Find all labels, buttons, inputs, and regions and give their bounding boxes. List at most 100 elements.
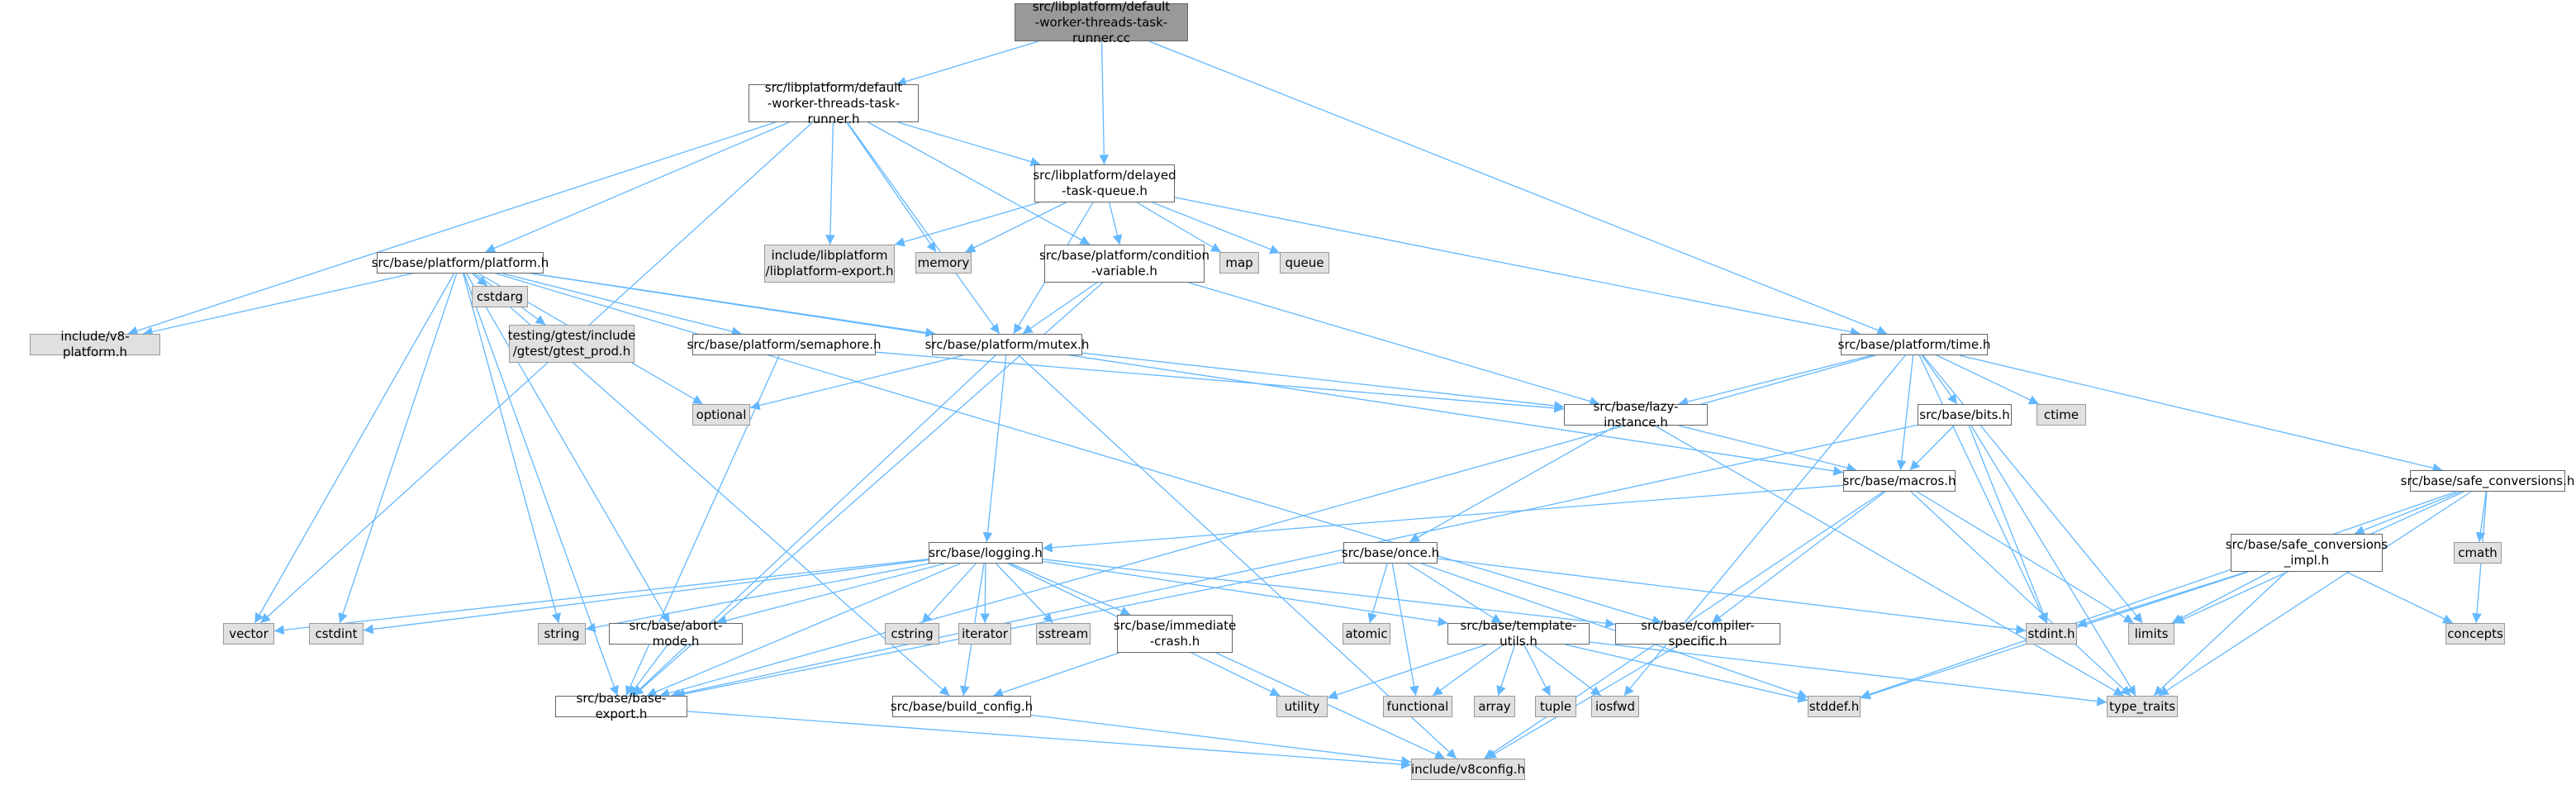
edge-macros-to-logging <box>1042 484 1844 553</box>
node-buildconfig[interactable]: src/base/build_config.h <box>891 696 1033 717</box>
edge-runner_h-to-memory <box>846 121 937 253</box>
node-cmath[interactable]: cmath <box>2454 542 2502 564</box>
node-libexport[interactable]: include/libplatform /libplatform-export.… <box>764 245 895 283</box>
edge-mutex-to-v8config <box>1018 354 1457 759</box>
edge-lazy-to-once <box>1409 425 1618 543</box>
edge-logging-to-abort <box>716 563 945 626</box>
edge-lazy-to-macros <box>1678 425 1857 473</box>
edge-abort-to-baseexport <box>629 644 668 697</box>
node-sstream[interactable]: sstream <box>1036 623 1091 645</box>
edge-delayed-to-condvar <box>1109 202 1123 245</box>
edge-platform-to-cstdint <box>338 273 458 624</box>
edge-safe-to-cmath <box>2475 491 2487 543</box>
edge-runner_h-to-mutex <box>846 121 1000 335</box>
node-atomic[interactable]: atomic <box>1343 623 1390 645</box>
node-typetraits[interactable]: type_traits <box>2107 696 2178 717</box>
node-queue[interactable]: queue <box>1280 252 1329 274</box>
edge-template-to-tuple <box>1523 644 1551 697</box>
edge-safe-to-safeimpl <box>2354 491 2461 535</box>
edge-template-to-stddef <box>1565 644 1808 703</box>
edge-mutex-to-optional <box>749 354 964 411</box>
node-once[interactable]: src/base/once.h <box>1342 542 1439 564</box>
node-baseexport[interactable]: src/base/base-export.h <box>555 691 687 721</box>
edge-time-to-limits <box>1922 354 2143 624</box>
edge-safeimpl-to-typetraits <box>2153 571 2287 697</box>
edge-macros-to-compiler <box>1711 491 1886 624</box>
node-iterator[interactable]: iterator <box>958 623 1011 645</box>
node-array[interactable]: array <box>1474 696 1515 717</box>
edge-platform-to-v8platform <box>142 273 413 337</box>
edge-logging-to-cstdint <box>363 559 929 635</box>
node-cstdarg[interactable]: cstdarg <box>472 286 528 307</box>
edge-once-to-atomic <box>1367 563 1388 624</box>
node-utility[interactable]: utility <box>1276 696 1328 717</box>
edge-runner_h-to-vector <box>259 121 814 624</box>
edge-platform-to-semaphore <box>502 273 742 336</box>
node-safe[interactable]: src/base/safe_conversions.h <box>2401 470 2574 492</box>
node-memory[interactable]: memory <box>915 252 972 274</box>
edge-logging-to-compiler <box>1042 559 1616 629</box>
edge-logging-to-template <box>1042 560 1448 627</box>
node-gtest[interactable]: testing/gtest/include /gtest/gtest_prod.… <box>508 325 635 363</box>
edge-bits-to-stdint <box>1968 425 2048 624</box>
edge-safeimpl-to-concepts <box>2345 571 2454 624</box>
node-mutex[interactable]: src/base/platform/mutex.h <box>925 334 1089 355</box>
node-v8platform[interactable]: include/v8-platform.h <box>30 329 160 359</box>
edge-root-to-runner_h <box>896 40 1039 87</box>
node-time[interactable]: src/base/platform/time.h <box>1838 334 1990 355</box>
node-ctime[interactable]: ctime <box>2037 404 2086 426</box>
edge-safe-to-stddef <box>1860 491 2457 699</box>
node-compiler[interactable]: src/base/compiler-specific.h <box>1615 618 1780 649</box>
node-root[interactable]: src/libplatform/default -worker-threads-… <box>1015 0 1188 45</box>
node-cstring[interactable]: cstring <box>885 623 939 645</box>
edge-bits-to-macros <box>1909 425 1955 471</box>
edge-platform-to-compiler <box>496 273 1662 626</box>
edge-logging-to-iterator <box>980 563 991 624</box>
node-string[interactable]: string <box>538 623 586 645</box>
node-stdint[interactable]: stdint.h <box>2026 623 2077 645</box>
edge-safe-to-typetraits <box>2158 491 2472 697</box>
edge-delayed-to-libexport <box>894 202 1040 247</box>
edge-logging-to-sstream <box>996 563 1053 624</box>
node-condvar[interactable]: src/base/platform/condition -variable.h <box>1039 245 1210 283</box>
node-v8config[interactable]: include/v8config.h <box>1411 759 1525 780</box>
node-macros[interactable]: src/base/macros.h <box>1843 470 1956 492</box>
node-optional[interactable]: optional <box>692 404 750 426</box>
edge-root-to-delayed <box>1099 40 1110 165</box>
edge-crash-to-v8config <box>1215 652 1446 759</box>
edge-delayed-to-map <box>1136 202 1222 253</box>
edge-time-to-stdint <box>1918 354 2047 624</box>
node-runner_h[interactable]: src/libplatform/default -worker-threads-… <box>749 80 919 126</box>
edge-runner_h-to-platform <box>485 121 790 253</box>
node-abort[interactable]: src/base/abort-mode.h <box>609 618 743 649</box>
edge-mutex-to-lazy <box>1081 352 1565 411</box>
node-functional[interactable]: functional <box>1383 696 1452 717</box>
node-cstdint[interactable]: cstdint <box>309 623 364 645</box>
edge-macros-to-typetraits <box>1910 491 2132 697</box>
node-safeimpl[interactable]: src/base/safe_conversions _impl.h <box>2226 534 2388 572</box>
edge-runner_h-to-v8platform <box>127 121 776 335</box>
node-map[interactable]: map <box>1219 252 1259 274</box>
edge-compiler-to-v8config <box>1485 644 1680 759</box>
node-stddef[interactable]: stddef.h <box>1808 696 1861 717</box>
node-template[interactable]: src/base/template-utils.h <box>1447 618 1590 649</box>
node-limits[interactable]: limits <box>2128 623 2174 645</box>
node-iosfwd[interactable]: iosfwd <box>1591 696 1639 717</box>
node-semaphore[interactable]: src/base/platform/semaphore.h <box>687 334 881 355</box>
node-vector[interactable]: vector <box>223 623 274 645</box>
node-platform[interactable]: src/base/platform/platform.h <box>372 252 549 274</box>
edge-once-to-functional <box>1391 563 1419 697</box>
node-bits[interactable]: src/base/bits.h <box>1918 404 2012 426</box>
edge-logging-to-vector <box>273 558 929 635</box>
node-concepts[interactable]: concepts <box>2445 623 2505 645</box>
edge-platform-to-string <box>462 273 561 624</box>
edge-baseexport-to-v8config <box>687 711 1412 769</box>
edge-platform-to-vector <box>254 273 455 624</box>
node-tuple[interactable]: tuple <box>1535 696 1576 717</box>
node-crash[interactable]: src/base/immediate -crash.h <box>1114 615 1236 653</box>
node-lazy[interactable]: src/base/lazy-instance.h <box>1564 399 1708 430</box>
node-logging[interactable]: src/base/logging.h <box>929 542 1043 564</box>
node-delayed[interactable]: src/libplatform/delayed -task-queue.h <box>1033 164 1176 202</box>
edge-logging-to-string <box>585 563 930 633</box>
